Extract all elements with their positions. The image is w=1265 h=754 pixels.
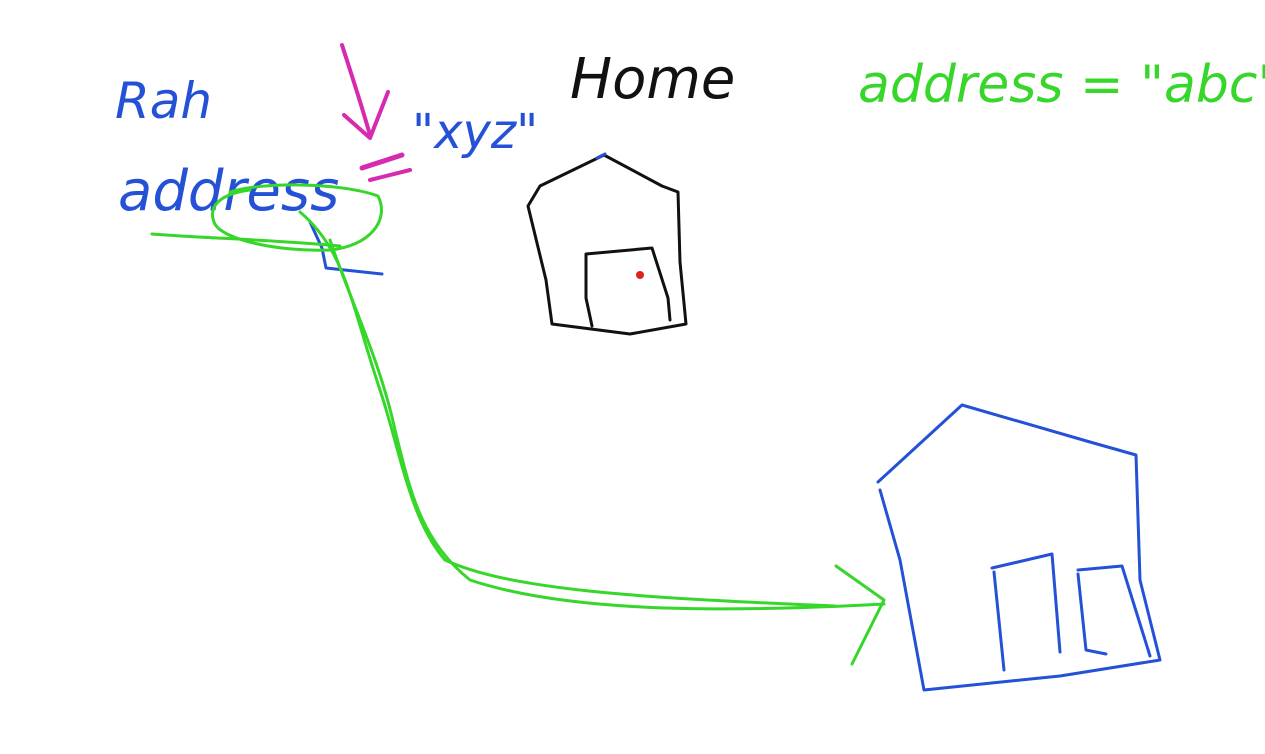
- home-label: Home: [570, 47, 735, 112]
- arrow-right-icon: [298, 210, 886, 666]
- door-knob: [636, 271, 644, 279]
- reassign-label: address = "abc": [858, 55, 1265, 115]
- equals-scribble: [359, 152, 412, 182]
- house-icon: [876, 403, 1162, 692]
- underline-squiggle: [308, 220, 384, 276]
- arrow-down-icon: [340, 43, 390, 140]
- name-label: Rah: [115, 72, 212, 130]
- value-label: "xyz": [412, 104, 538, 160]
- house-icon: [526, 152, 688, 336]
